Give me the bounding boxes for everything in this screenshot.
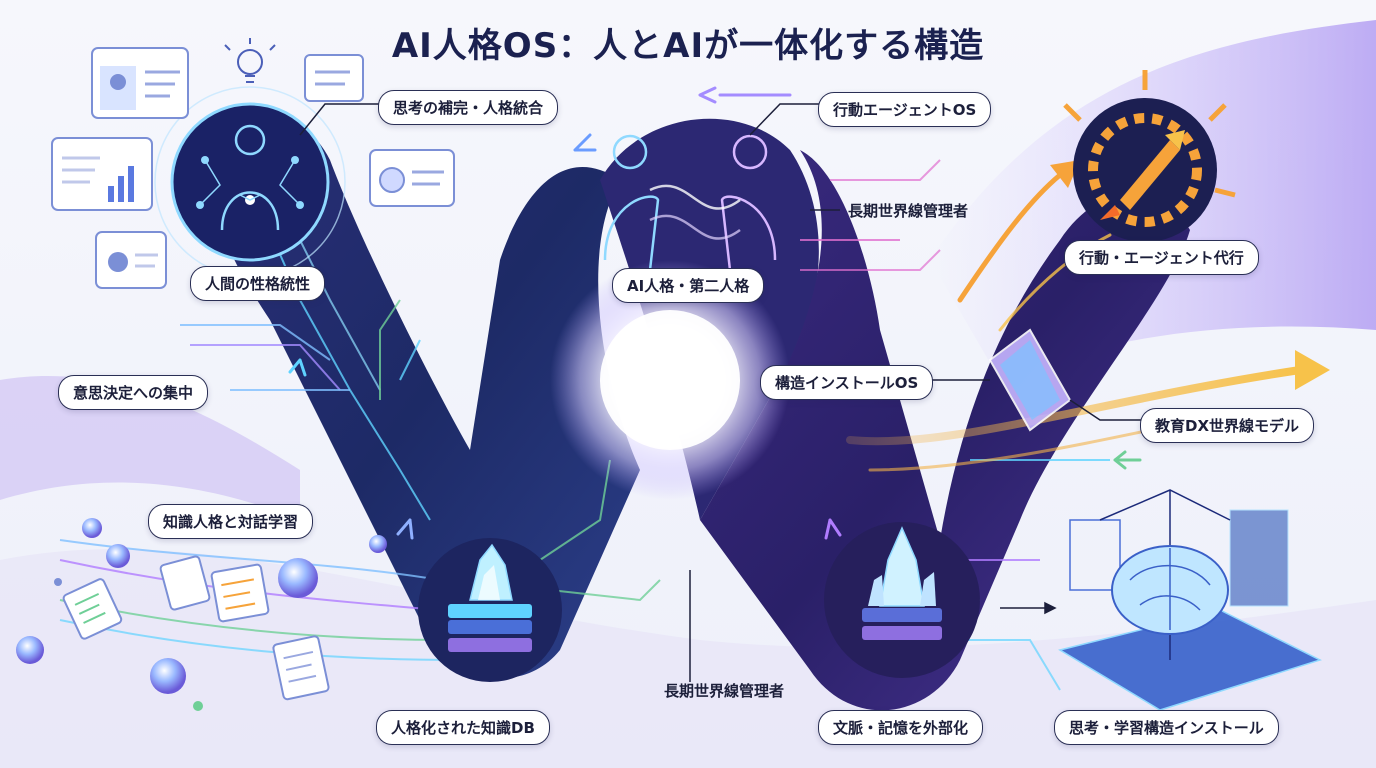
- background-wave-bottom: [0, 549, 1376, 768]
- label-ai-persona: AI人格・第二人格: [612, 268, 765, 303]
- bar-chart-icon: [51, 137, 153, 211]
- rocket-gear-icon: [1063, 70, 1236, 242]
- lightbulb-icon: [224, 38, 276, 83]
- label-long-term-world-bottom: 長期世界線管理者: [664, 682, 785, 700]
- label-human-personality: 人間の性格統性: [190, 266, 326, 301]
- label-knowledge-dialogue: 知識人格と対話学習: [148, 504, 314, 539]
- document-icon: [95, 231, 167, 289]
- profile-small-card-icon: [369, 149, 455, 207]
- profile-card-icon: [91, 47, 189, 119]
- floating-orbs: [16, 518, 387, 711]
- label-context-memory: 文脈・記憶を外部化: [818, 710, 984, 745]
- crystal-chip-icon: [824, 522, 980, 678]
- floating-cards: [62, 555, 330, 701]
- w-band-right: [700, 150, 1190, 711]
- label-structure-install-os: 構造インストールOS: [760, 365, 934, 400]
- chat-card-icon: [304, 54, 364, 102]
- label-education-dx: 教育DX世界線モデル: [1140, 408, 1315, 443]
- label-action-agent-os: 行動エージェントOS: [818, 92, 992, 127]
- label-personified-db: 人格化された知識DB: [376, 710, 550, 745]
- label-decision-focus: 意思決定への集中: [58, 375, 209, 410]
- background-wave-left: [0, 376, 300, 520]
- crystal-database-icon: [418, 538, 562, 682]
- human-network-icon: [154, 86, 346, 278]
- flow-arrows: [288, 86, 1142, 540]
- page-title: AI人格OS：人とAIが一体化する構造: [391, 26, 985, 66]
- leader-lines: [299, 103, 1150, 682]
- label-thought-complement: 思考の補完・人格統合: [378, 90, 559, 125]
- label-action-agent-proxy: 行動・エージェント代行: [1064, 240, 1259, 275]
- w-band-left: [211, 113, 640, 679]
- brain-structure-icon: [1058, 489, 1322, 711]
- label-long-term-world-top: 長期世界線管理者: [848, 202, 969, 220]
- label-thinking-install: 思考・学習構造インストール: [1054, 710, 1279, 745]
- ai-twin-figures-icon: [603, 134, 777, 271]
